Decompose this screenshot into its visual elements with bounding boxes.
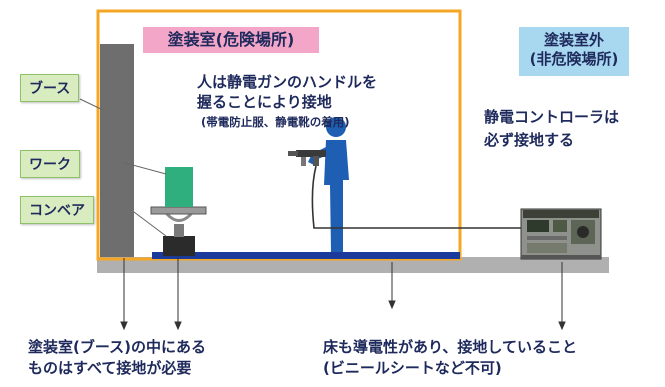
spray-gun <box>288 150 326 166</box>
controller-text-line1: 静電コントローラは <box>484 108 620 126</box>
ground-arrows <box>120 257 566 331</box>
operator-text-line1: 人は静電ガンのハンドルを <box>197 73 378 91</box>
work-piece <box>165 167 193 207</box>
outside-room-title-line2: (非危険場所) <box>529 49 619 68</box>
booth-wall <box>100 44 134 257</box>
work-label: ワーク <box>20 150 80 178</box>
note-left-line2: ものはすべて接地が必要 <box>28 359 192 377</box>
label-leaders <box>79 98 167 237</box>
operator-figure <box>308 117 349 252</box>
note-right-line2: (ビニールシートなど不可) <box>323 359 502 377</box>
booth-label: ブース <box>20 74 80 102</box>
outside-room-title-line1: 塗装室外 <box>543 31 604 49</box>
painting-room-title: 塗装室(危険場所) <box>143 27 319 53</box>
ground-slab <box>97 257 609 273</box>
controller-text-line2: 必ず接地する <box>484 131 575 149</box>
note-right-line1: 床も導電性があり、接地していること <box>323 338 577 356</box>
operator-text-line2: 握ることにより接地 <box>197 93 332 111</box>
outside-room-title: 塗装室外 (非危険場所) <box>519 27 629 76</box>
electrostatic-controller <box>520 208 602 260</box>
note-left-line1: 塗装室(ブース)の中にある <box>28 338 206 356</box>
conductive-floor <box>152 252 460 259</box>
conveyor-label: コンベア <box>20 196 94 224</box>
operator-text-line3: (帯電防止服、静電靴の着用) <box>201 115 350 129</box>
gun-cable <box>311 165 526 229</box>
